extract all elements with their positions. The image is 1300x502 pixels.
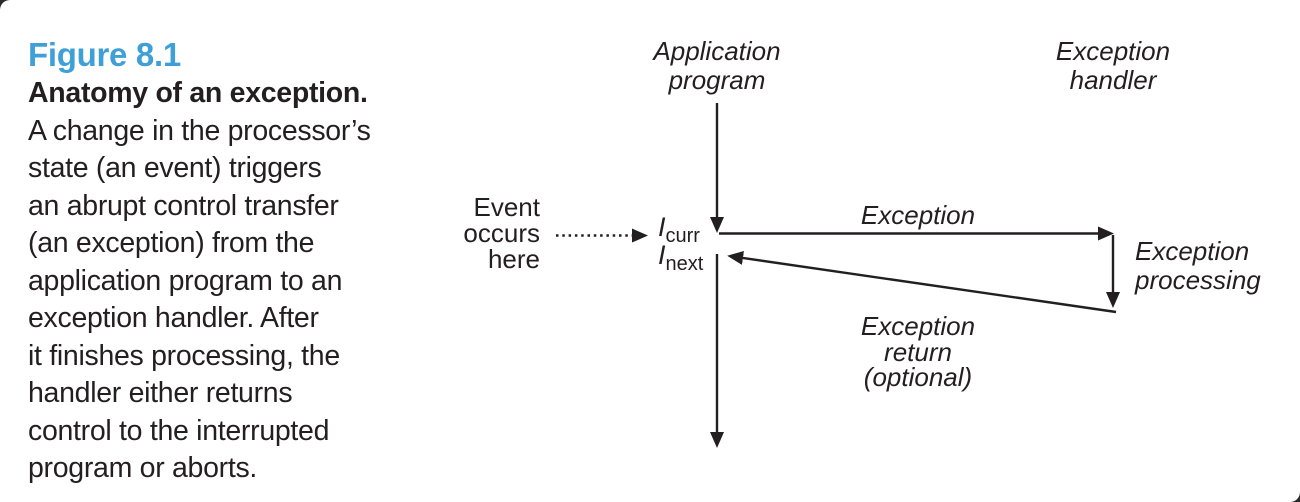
figure-number: Figure 8.1 <box>28 36 181 73</box>
icurr-symbol: I <box>658 212 666 242</box>
icurr-label: Icurr <box>658 213 700 250</box>
exception-handler-label: Exception handler <box>1055 36 1171 95</box>
inext-label: Inext <box>658 241 703 278</box>
figure-caption-text: A change in the processor’s state (an ev… <box>28 114 371 485</box>
exception-return-label: Exception return (optional) <box>860 311 976 392</box>
application-program-label: Application program <box>653 36 781 95</box>
event-occurs-here-label: Event occurs here <box>463 192 540 274</box>
figure-title: Anatomy of an exception. <box>28 77 368 109</box>
figure-caption: Figure 8.1 Anatomy of an exception. A ch… <box>28 35 433 488</box>
corner-mark-top-left <box>0 0 10 10</box>
exception-processing-label: Exception processing <box>1135 236 1261 295</box>
exception-return-arrow <box>727 251 1117 314</box>
inext-subscript: next <box>665 253 704 275</box>
inext-symbol: I <box>658 240 666 270</box>
icurr-subscript: curr <box>665 225 700 247</box>
corner-mark-bottom-right <box>1290 492 1300 502</box>
exception-label: Exception <box>860 200 976 230</box>
